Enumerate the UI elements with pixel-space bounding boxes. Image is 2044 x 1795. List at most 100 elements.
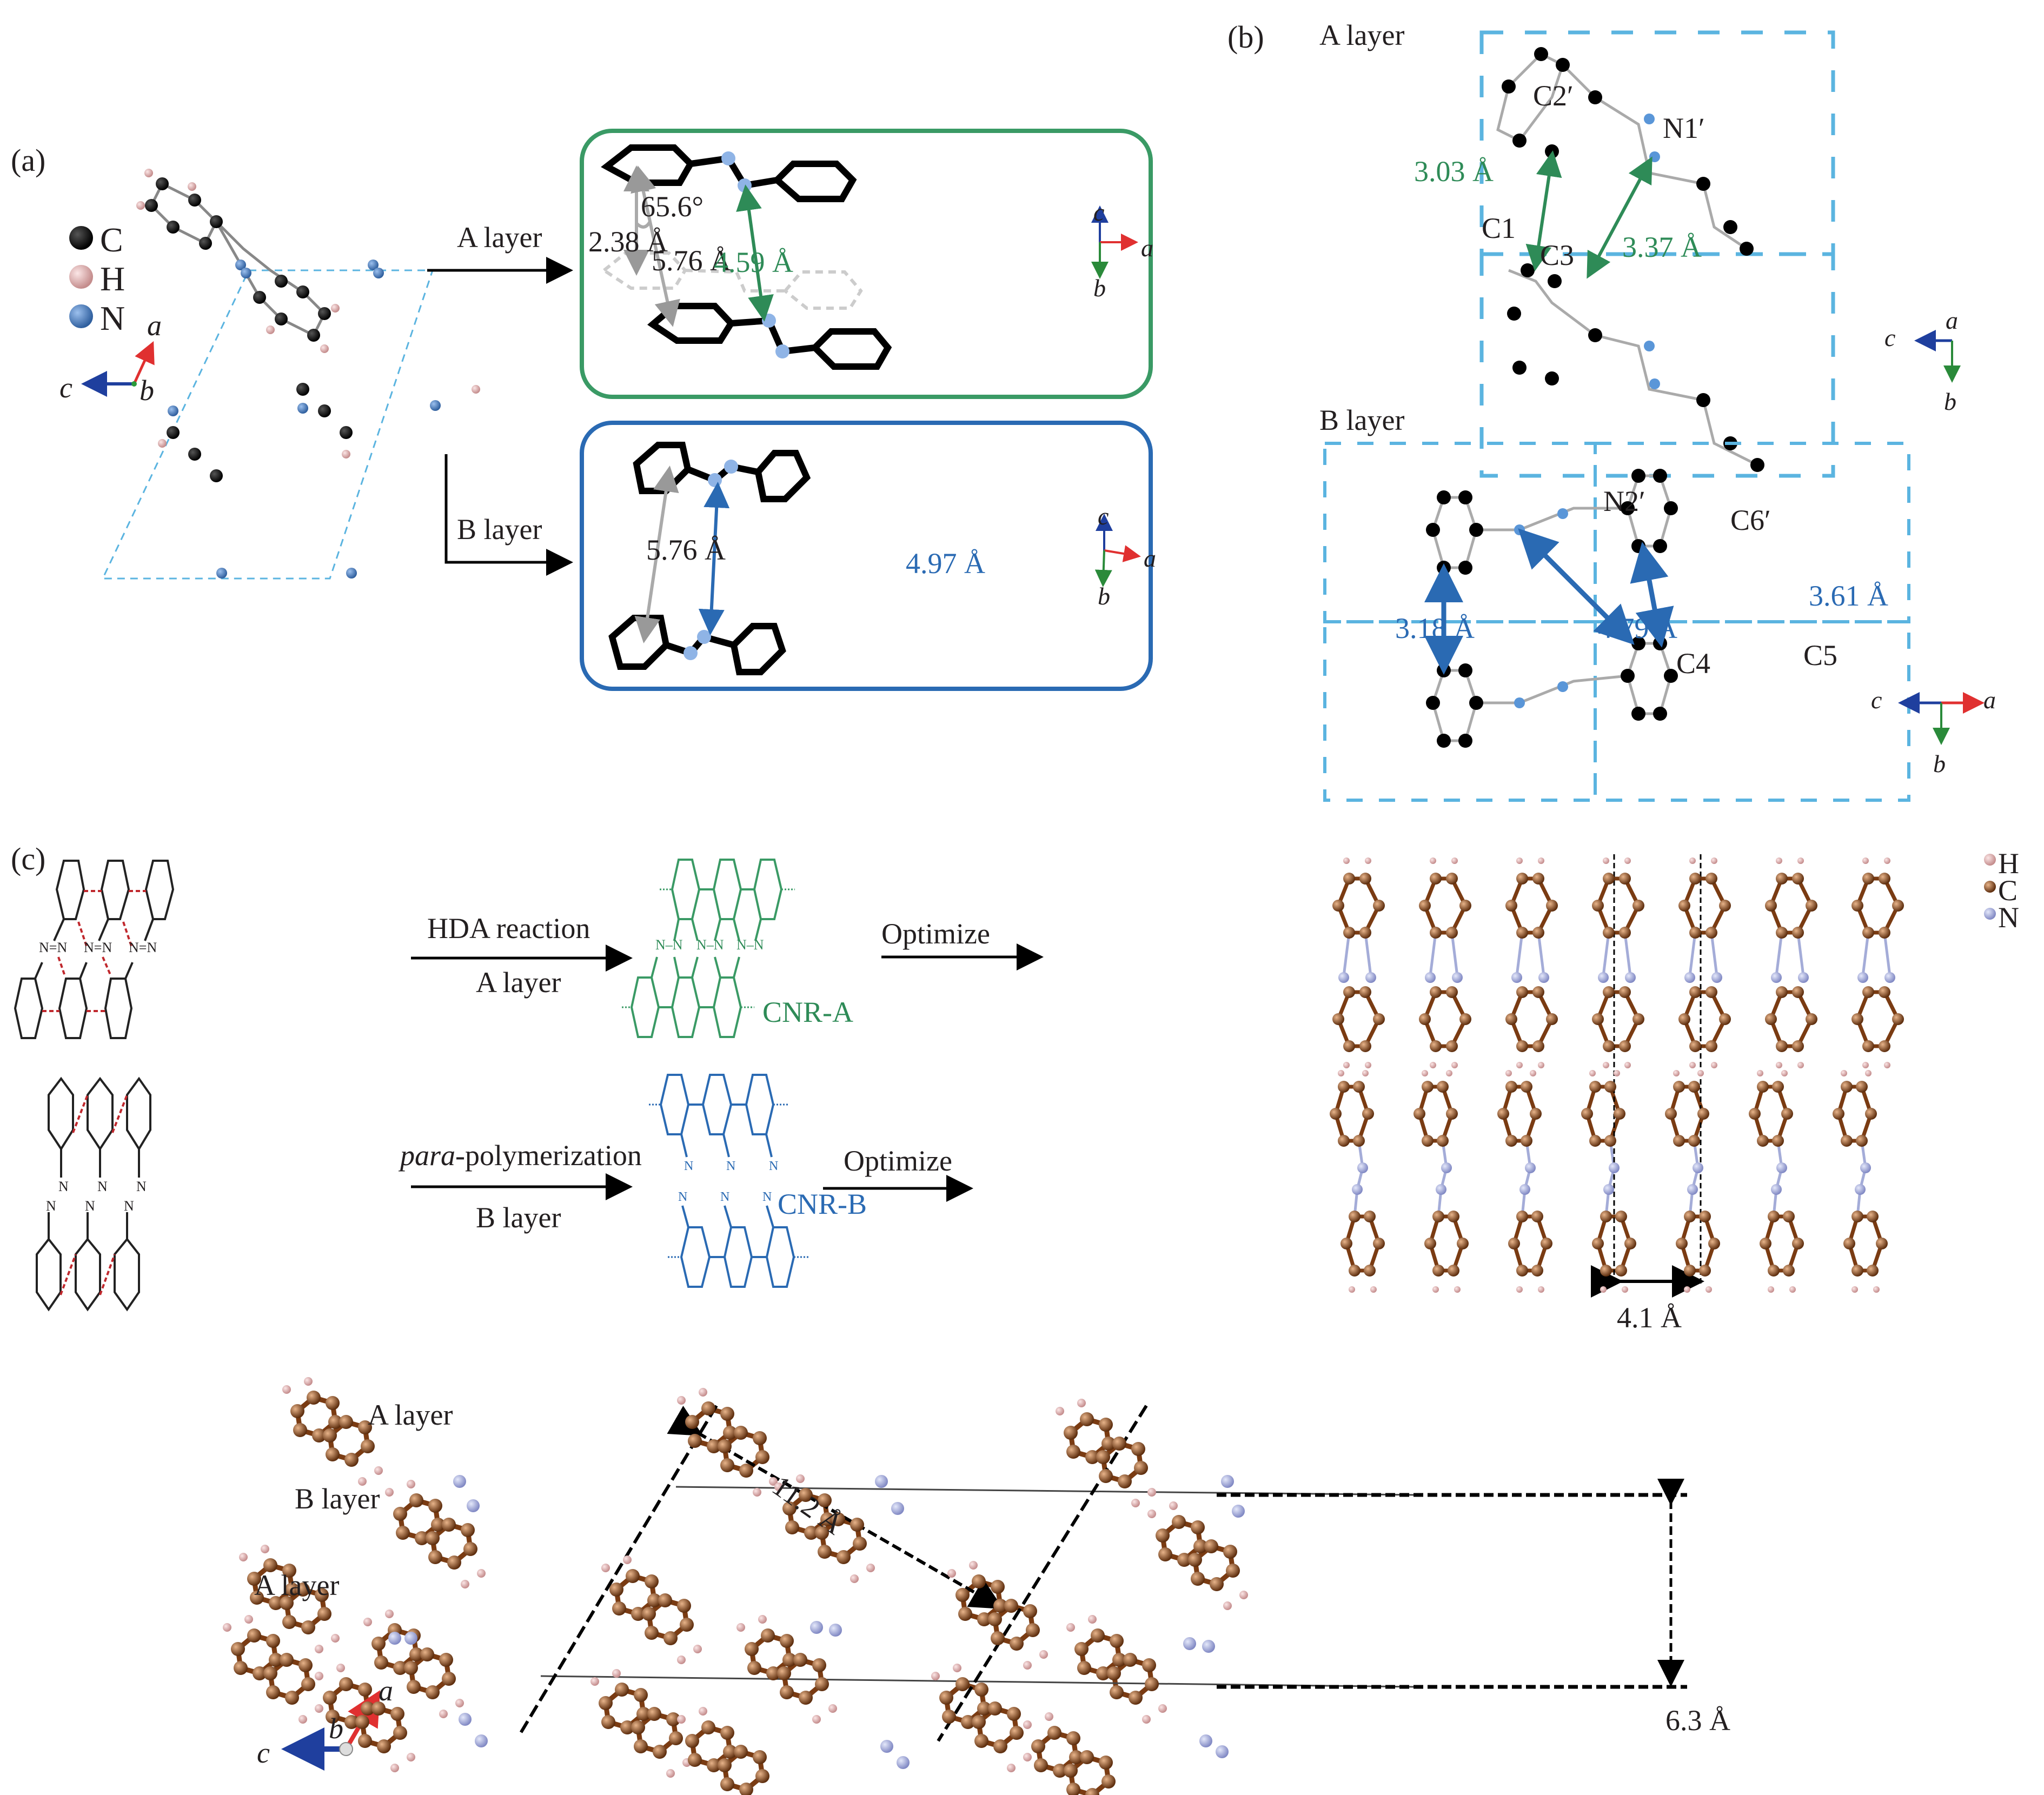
carbon-atom [718, 1758, 732, 1772]
carbon-atom [1349, 1265, 1361, 1277]
carbon-atom [326, 1447, 340, 1461]
arrow-to-b-layer [444, 454, 573, 576]
hydrogen-atom [261, 1545, 269, 1553]
hydrogen-atom [1158, 1704, 1167, 1713]
nitrogen-atom [875, 1475, 888, 1488]
carbon-atom [634, 1688, 648, 1702]
hydrogen-atom [774, 1482, 783, 1491]
b-a-axis-a: a [1946, 307, 1958, 334]
carbon-atom [1892, 900, 1904, 912]
nitrogen-atom [1603, 1184, 1614, 1195]
carbon-atom [1632, 1013, 1644, 1025]
carbon-atom [355, 1715, 369, 1729]
carbon-atom [409, 1493, 423, 1507]
hydrogen-atom [477, 1569, 486, 1578]
hydrogen-atom [1705, 1286, 1712, 1293]
carbon-atom [1430, 927, 1442, 939]
angle-arc [635, 221, 652, 229]
nitrogen-atom [810, 1621, 823, 1634]
carbon-atom [420, 1647, 434, 1661]
hydrogen-atom [1023, 1720, 1032, 1729]
azo-label-1: N=N [39, 940, 68, 955]
carbon-atom [1099, 1756, 1113, 1770]
carbon-atom [1223, 1545, 1237, 1559]
carbon-atom [374, 1656, 388, 1670]
nitrogen-atom [1202, 1640, 1215, 1653]
hydrogen-atom [1603, 1062, 1609, 1068]
carbon-atom [1364, 1211, 1376, 1222]
carbon-atom [818, 1545, 832, 1559]
carbon-atom [461, 1523, 475, 1537]
carbon-atom [1432, 1211, 1444, 1222]
carbon-atom [1865, 1108, 1877, 1120]
carbon-atom [1856, 1081, 1868, 1093]
carbon-atom [645, 1574, 659, 1588]
hydrogen-atom [758, 1615, 767, 1624]
hydrogen-atom [1684, 1286, 1690, 1293]
carbon-atom [280, 1596, 294, 1610]
nitrogen-atom [1425, 972, 1436, 983]
carbon-atom [1457, 1238, 1469, 1249]
carbon-atom [707, 1439, 721, 1453]
carbon-atom [1053, 1764, 1067, 1778]
carbon-atom [344, 1453, 359, 1467]
carbon-atom [677, 1599, 691, 1613]
carbon-atom [850, 1518, 864, 1532]
carbon-atom [753, 1431, 767, 1445]
carbon-atom [658, 1593, 672, 1607]
carbon-atom [1010, 1637, 1024, 1651]
carbon-atom [991, 1631, 1005, 1645]
carbon-atom [1749, 1108, 1761, 1120]
hydrogen-atom [1045, 1712, 1053, 1721]
bond [1429, 932, 1437, 976]
b-a-layer-title: A layer [1319, 19, 1405, 51]
b-layer-dimer [608, 442, 1141, 675]
nitrogen-atom [1598, 972, 1609, 983]
axis-b-down-b [1094, 550, 1112, 587]
hydrogen-atom [1023, 1753, 1032, 1761]
carbon-atom [442, 1672, 456, 1686]
period-value: 4.1 Å [1617, 1301, 1682, 1334]
carbon-atom [1697, 1108, 1709, 1120]
carbon-atom [626, 1569, 640, 1583]
nitrogen-atom [1625, 972, 1636, 983]
carbon-atom [815, 1526, 829, 1540]
carbon-atom [669, 1731, 683, 1745]
distance-arrow-4.79 [1518, 528, 1635, 645]
distance-3.61: 3.61 Å [1809, 580, 1888, 612]
nitrogen-atom [1352, 1184, 1363, 1195]
axis-b-origin [131, 381, 137, 387]
hydrogen-atom [1343, 857, 1350, 864]
cnrb-n-2b: N [720, 1190, 730, 1204]
a-box-axis-b: b [1093, 274, 1106, 302]
carbon-atom [1530, 1108, 1542, 1120]
hydrogen-atom [1673, 1070, 1680, 1076]
carbon-atom [1142, 1658, 1156, 1672]
b-b-axis-c: c [1871, 686, 1882, 714]
carbon-atom [642, 1607, 656, 1621]
carbon-atom [1862, 873, 1874, 885]
b-layer-reactant [36, 1076, 633, 1312]
nitrogen-atom [1365, 972, 1376, 983]
carbon-atom [1521, 1135, 1532, 1147]
carbon-atom [1546, 900, 1558, 912]
carbon-atom [1792, 927, 1804, 939]
carbon-atom [396, 1526, 410, 1540]
nitrogen-atom [1884, 972, 1895, 983]
hydrogen-atom [1862, 857, 1869, 864]
hydrogen-atom [1451, 1062, 1458, 1068]
carbon-atom [1604, 1135, 1616, 1147]
slip-line-2 [937, 1405, 1148, 1742]
carbon-atom [1678, 900, 1690, 912]
hydrogen-atom [304, 1377, 313, 1386]
hydrogen-atom [953, 1664, 961, 1672]
carbon-atom [1531, 1211, 1543, 1222]
carbon-atom [1505, 1013, 1517, 1025]
carbon-atom [1064, 1426, 1078, 1440]
carbon-atom [1134, 1461, 1148, 1475]
nitrogen-atom [829, 1624, 842, 1637]
hydrogen-atom [1600, 1286, 1607, 1293]
carbon-atom [1430, 1040, 1442, 1052]
carbon-atom [1430, 873, 1442, 885]
carbon-atom [720, 1726, 734, 1740]
